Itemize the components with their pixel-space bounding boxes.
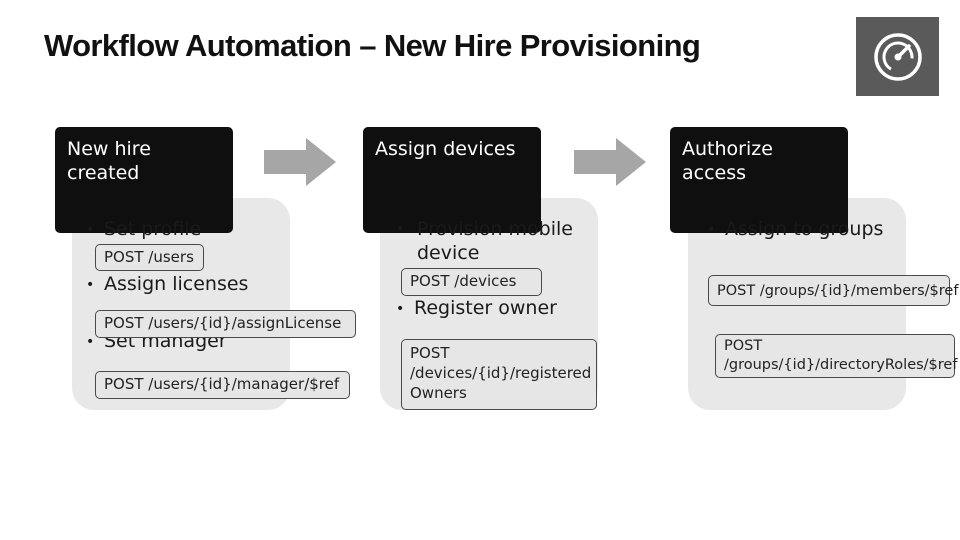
step-1-bullet-2: •Assign licenses bbox=[86, 273, 249, 295]
bullet-text: Provision mobile device bbox=[417, 218, 573, 264]
step-2-call-1: POST /devices bbox=[401, 268, 542, 296]
step-2-bullet-1: •Provision mobile device bbox=[396, 217, 586, 265]
bullet-text: Register owner bbox=[414, 297, 557, 319]
step-3-bullet-1: •Assign to groups bbox=[707, 218, 884, 240]
bullet-text: Set profile bbox=[104, 218, 202, 240]
step-3-call-2: POST /groups/{id}/directoryRoles/$ref bbox=[715, 334, 957, 378]
page-title: Workflow Automation – New Hire Provision… bbox=[44, 28, 701, 63]
step-1-call-1: POST /users bbox=[95, 244, 204, 271]
speedometer-icon bbox=[874, 33, 922, 81]
bullet-text: Assign licenses bbox=[104, 273, 249, 295]
step-2-header: Assign devices bbox=[363, 127, 541, 233]
step-3-call-1: POST /groups/{id}/members/$ref bbox=[708, 275, 958, 306]
right-arrow-icon bbox=[574, 138, 646, 186]
right-arrow-icon bbox=[264, 138, 336, 186]
step-1-call-3: POST /users/{id}/manager/$ref bbox=[95, 371, 350, 399]
logo-tile bbox=[856, 17, 939, 96]
bullet-text: Assign to groups bbox=[725, 218, 884, 240]
step-1-bullet-1: •Set profile bbox=[86, 218, 202, 240]
step-3-header: Authorize access bbox=[670, 127, 848, 233]
step-2-call-2: POST /devices/{id}/registered Owners bbox=[401, 339, 597, 410]
step-1-header: New hire created bbox=[55, 127, 233, 233]
step-1-call-2: POST /users/{id}/assignLicense bbox=[95, 310, 356, 338]
step-2-bullet-2: •Register owner bbox=[396, 297, 557, 319]
